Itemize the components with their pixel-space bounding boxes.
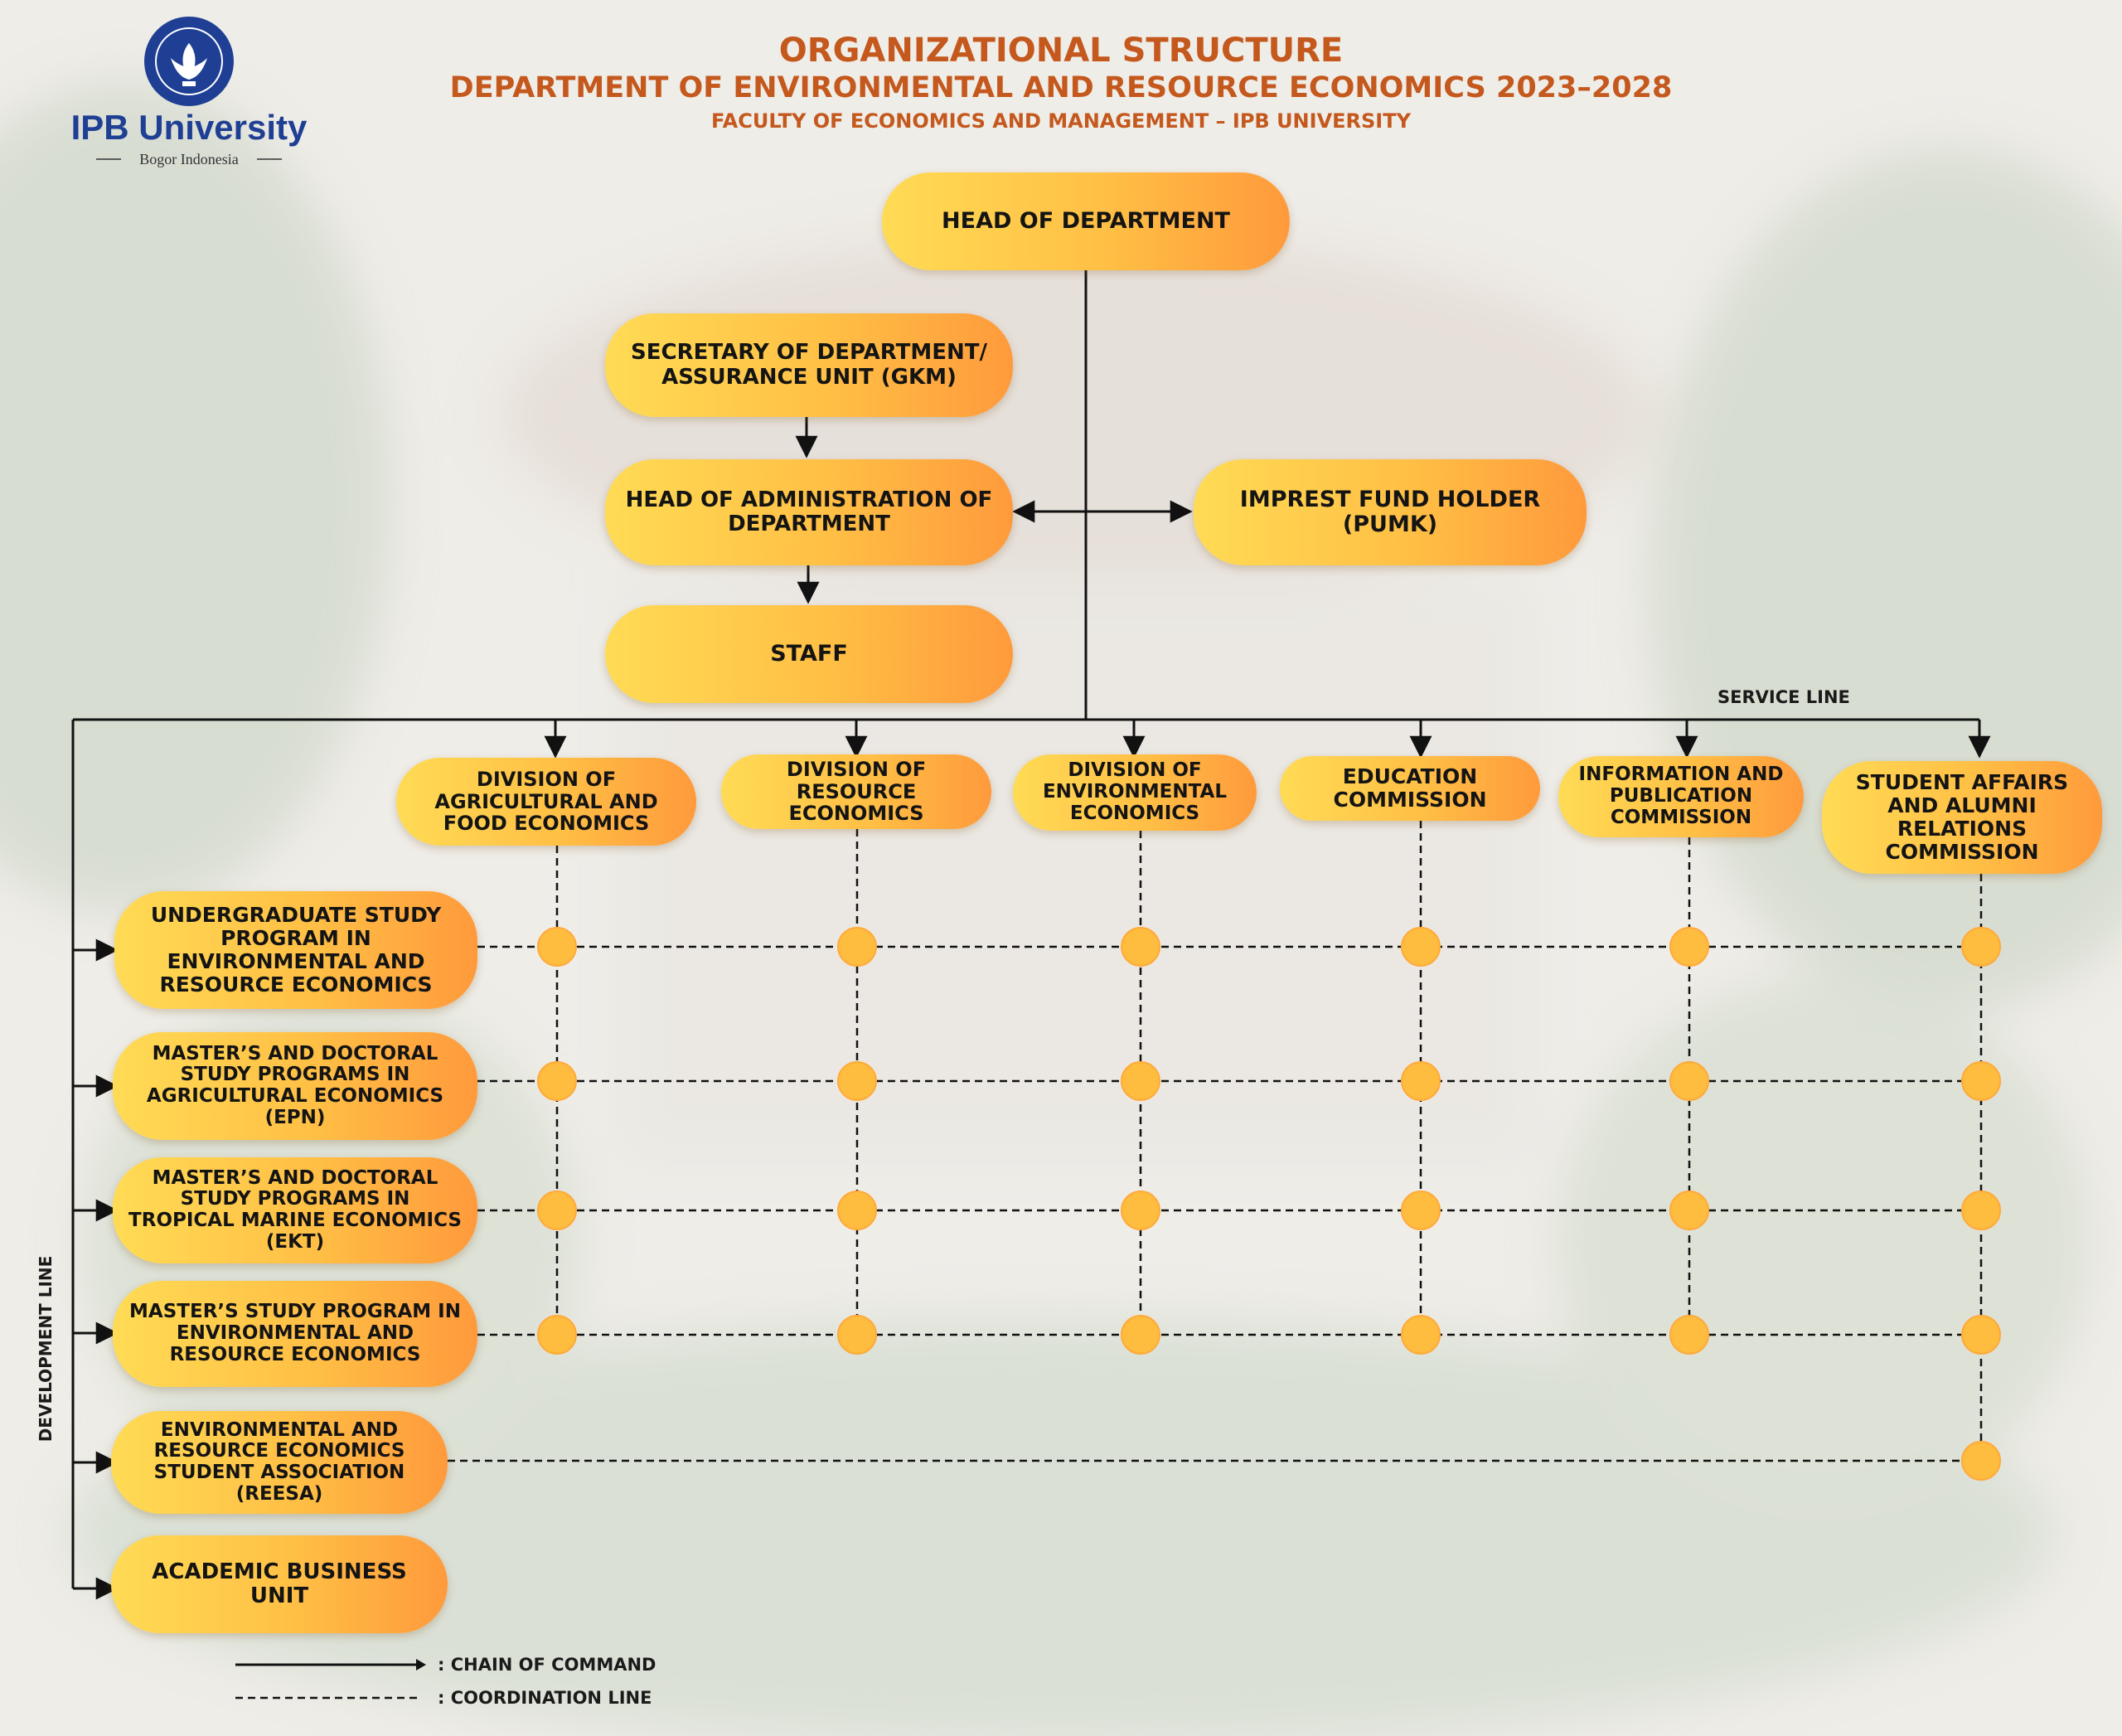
coordination-node-2-5 (1961, 1190, 2001, 1230)
logo-name: IPB University (71, 108, 308, 147)
coordination-node-1-1 (837, 1061, 877, 1101)
academic-business-unit: ACADEMIC BUSINESS UNIT (111, 1535, 448, 1633)
staff-node: STAFF (605, 605, 1013, 703)
information-publication-commission: INFORMATION AND PUBLICATION COMMISSION (1558, 756, 1804, 837)
ipb-logo: IPB University Bogor Indonesia (66, 15, 315, 172)
faculty-subtitle: FACULTY OF ECONOMICS AND MANAGEMENT – IP… (711, 109, 1411, 133)
coordination-node-2-4 (1669, 1190, 1709, 1230)
coordination-node-0-5 (1961, 927, 2001, 967)
department-subtitle: DEPARTMENT OF ENVIRONMENTAL AND RESOURCE… (449, 71, 1673, 104)
head-of-department-node: HEAD OF DEPARTMENT (882, 172, 1290, 270)
coordination-node-3-4 (1669, 1315, 1709, 1355)
program-masters-doctoral-ekt: MASTER’S AND DOCTORAL STUDY PROGRAMS IN … (113, 1157, 477, 1263)
coordination-lines (448, 821, 1983, 1462)
division-agricultural-food-economics: DIVISION OF AGRICULTURAL AND FOOD ECONOM… (396, 758, 696, 846)
coordination-node-2-3 (1401, 1190, 1441, 1230)
imprest-fund-holder-node: IMPREST FUND HOLDER (PUMK) (1194, 459, 1587, 565)
student-association-reesa: ENVIRONMENTAL AND RESOURCE ECONOMICS STU… (111, 1411, 448, 1514)
coordination-node-2-1 (837, 1190, 877, 1230)
coordination-node-1-4 (1669, 1061, 1709, 1101)
secretary-node: SECRETARY OF DEPARTMENT/ ASSURANCE UNIT … (605, 313, 1013, 417)
coordination-node-0-2 (1121, 927, 1160, 967)
ipb-seal-icon: IPB University Bogor Indonesia (71, 17, 308, 167)
student-affairs-alumni-commission: STUDENT AFFAIRS AND ALUMNI RELATIONS COM… (1822, 761, 2102, 874)
coordination-node-0-4 (1669, 927, 1709, 967)
service-line-label: SERVICE LINE (1717, 687, 1850, 707)
coordination-node-1-2 (1121, 1061, 1160, 1101)
program-undergraduate-ere: UNDERGRADUATE STUDY PROGRAM IN ENVIRONME… (114, 891, 477, 1009)
coordination-node-0-3 (1401, 927, 1441, 967)
division-resource-economics: DIVISION OF RESOURCE ECONOMICS (721, 754, 991, 829)
coordination-node-3-0 (537, 1315, 577, 1355)
education-commission: EDUCATION COMMISSION (1280, 756, 1540, 821)
program-masters-doctoral-epn: MASTER’S AND DOCTORAL STUDY PROGRAMS IN … (113, 1032, 477, 1140)
head-of-administration-node: HEAD OF ADMINISTRATION OF DEPARTMENT (605, 459, 1013, 565)
legend-coordination-label: : COORDINATION LINE (438, 1688, 652, 1708)
coordination-node-0-1 (837, 927, 877, 967)
chain-of-command-lines (71, 270, 1991, 1600)
legend-lines (235, 1659, 426, 1700)
development-line-label: DEVELOPMENT LINE (36, 1255, 56, 1443)
coordination-node-3-1 (837, 1315, 877, 1355)
coordination-node-3-3 (1401, 1315, 1441, 1355)
coordination-nodes (537, 927, 2001, 1481)
coordination-node-1-3 (1401, 1061, 1441, 1101)
coordination-node-2-0 (537, 1190, 577, 1230)
logo-tagline: Bogor Indonesia (139, 151, 238, 167)
coordination-node-0-0 (537, 927, 577, 967)
coordination-node-2-2 (1121, 1190, 1160, 1230)
legend-chain-label: : CHAIN OF COMMAND (438, 1655, 656, 1675)
coordination-node-1-5 (1961, 1061, 2001, 1101)
division-environmental-economics: DIVISION OF ENVIRONMENTAL ECONOMICS (1013, 754, 1257, 831)
coordination-node-1-0 (537, 1061, 577, 1101)
coordination-node-3-5 (1961, 1315, 2001, 1355)
program-masters-ere: MASTER’S STUDY PROGRAM IN ENVIRONMENTAL … (113, 1281, 477, 1387)
coordination-node-3-2 (1121, 1315, 1160, 1355)
coordination-node-reesa (1961, 1441, 2001, 1481)
page-title: ORGANIZATIONAL STRUCTURE (778, 32, 1344, 70)
